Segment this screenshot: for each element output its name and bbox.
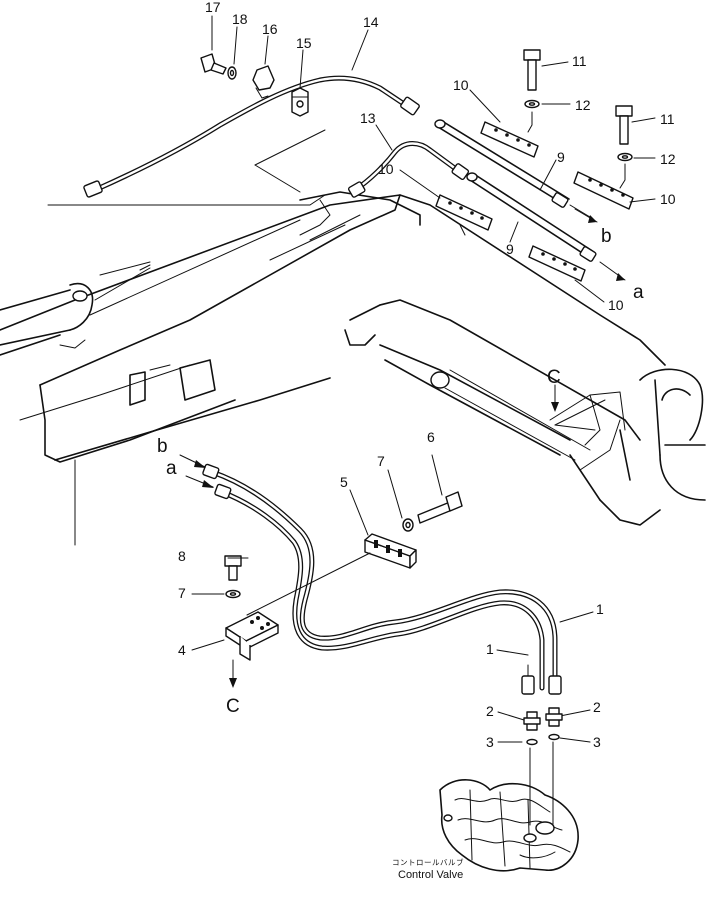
callout-12-upper: 12 — [575, 97, 591, 113]
arrow-a-top — [599, 261, 626, 281]
callout-leaders-upper — [211, 15, 656, 303]
callout-7-upper: 7 — [377, 453, 385, 469]
arrows-left-ab — [179, 454, 214, 488]
callout-11-upper: 11 — [572, 53, 587, 69]
callout-10-upper: 10 — [453, 77, 469, 93]
lower-pipe-inner — [219, 489, 545, 691]
clamp-5 — [364, 533, 417, 569]
callout-10-center: 10 — [378, 161, 394, 177]
bolt-8 — [224, 555, 242, 581]
label-a-top: a — [633, 282, 644, 303]
callout-10-right: 10 — [660, 191, 676, 207]
label-c-bracket: C — [226, 696, 240, 717]
callout-9-upper: 9 — [557, 149, 565, 165]
hose-14-end-fittings — [83, 96, 420, 198]
callout-12-lower: 12 — [660, 151, 676, 167]
leader-lines — [47, 129, 606, 431]
callout-3-right: 3 — [593, 734, 601, 750]
callout-2-right: 2 — [593, 699, 601, 715]
tube-9-lower — [466, 172, 597, 262]
washer-7-lower — [225, 589, 241, 599]
callout-5: 5 — [340, 474, 348, 490]
hose-14 — [92, 75, 413, 193]
callout-labels: 17 18 16 15 14 13 10 10 10 10 11 11 12 1… — [178, 0, 676, 750]
o-ring-3-left — [526, 738, 538, 746]
callout-7-lower: 7 — [178, 585, 186, 601]
callout-8: 8 — [178, 548, 186, 564]
bracket-10-center — [435, 194, 493, 236]
callout-2-left: 2 — [486, 703, 494, 719]
label-b-left: b — [157, 436, 168, 457]
drop-lines — [529, 741, 554, 826]
tube-9-upper — [434, 119, 591, 218]
boom-structure — [0, 191, 706, 546]
caption-japanese: コントロールバルブ — [392, 857, 464, 867]
caption-english: Control Valve — [398, 869, 463, 881]
arrow-c-bracket — [229, 659, 237, 688]
clip-16 — [252, 65, 275, 99]
label-a-left: a — [166, 458, 177, 479]
callout-17: 17 — [205, 0, 221, 15]
arrow-c-boom — [551, 384, 559, 412]
washer-18 — [227, 66, 237, 80]
hose-13 — [347, 141, 470, 198]
o-ring-3-right — [548, 733, 560, 741]
clamp-15 — [291, 87, 309, 117]
arrow-b-top — [574, 208, 598, 223]
callout-leaders-lower — [191, 454, 594, 743]
lower-pipe-fittings — [202, 463, 562, 695]
callout-15: 15 — [296, 35, 312, 51]
callout-3-left: 3 — [486, 734, 494, 750]
washer-7-upper — [402, 518, 414, 532]
control-valve — [439, 779, 579, 872]
callout-9-lower: 9 — [506, 241, 514, 257]
callout-1-left: 1 — [486, 641, 494, 657]
bracket-10-lower-right — [528, 245, 586, 282]
label-b-top: b — [601, 226, 612, 247]
callout-6: 6 — [427, 429, 435, 445]
label-c-boom: C — [547, 367, 561, 388]
callout-1-right: 1 — [596, 601, 604, 617]
bracket-4 — [225, 611, 279, 661]
caption: コントロールバルブ Control Valve — [392, 857, 464, 881]
callout-10-lower: 10 — [608, 297, 624, 313]
callout-18: 18 — [232, 11, 248, 27]
bracket-10-upper-left — [480, 121, 539, 158]
lower-pipe-outer — [209, 469, 558, 693]
callout-4: 4 — [178, 642, 186, 658]
callout-14: 14 — [363, 14, 379, 30]
fitting-2-left — [523, 711, 541, 731]
bolt-6 — [417, 491, 463, 524]
bolt-17 — [200, 53, 227, 75]
fitting-2-right — [545, 707, 563, 727]
bolts-11-12 — [523, 49, 633, 189]
letter-labels: b a b a C C — [157, 226, 644, 717]
bracket-10-right — [573, 171, 634, 210]
callout-13: 13 — [360, 110, 376, 126]
callout-11-lower: 11 — [660, 111, 675, 127]
callout-16: 16 — [262, 21, 278, 37]
